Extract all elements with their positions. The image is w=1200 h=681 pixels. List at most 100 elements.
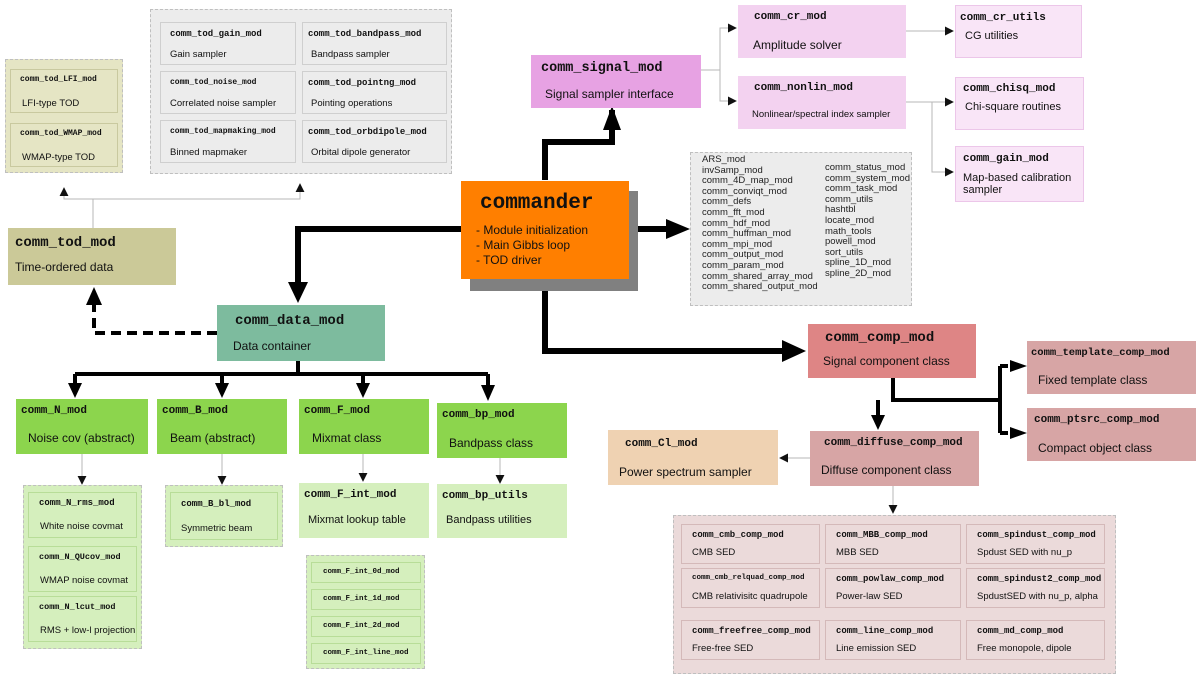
module-name: comm_Cl_mod	[625, 438, 698, 450]
module-desc: CG utilities	[965, 30, 1019, 42]
module-name: comm_freefree_comp_mod	[692, 626, 811, 636]
module-desc: Signal sampler interface	[545, 87, 674, 101]
F-int-line-cell: comm_F_int_line_mod	[311, 643, 421, 664]
module-desc: Power spectrum sampler	[619, 465, 752, 479]
module-desc: Amplitude solver	[753, 38, 842, 52]
commander-line-1: - Module initialization	[476, 223, 589, 237]
tod-mod-box: comm_tod_mod Time-ordered data	[8, 228, 176, 285]
module-desc: SpdustSED with nu_p, alpha	[977, 591, 1098, 602]
module-name: comm_cmb_relquad_comp_mod	[692, 574, 805, 582]
module-desc: Line emission SED	[836, 643, 917, 654]
utility-module-item: invSamp_mod	[702, 164, 763, 176]
module-desc: Map-based calibration sampler	[963, 172, 1072, 196]
F-int-1d-cell: comm_F_int_1d_mod	[311, 589, 421, 610]
utility-module-item: comm_fft_mod	[702, 206, 765, 218]
module-desc: Chi-square routines	[965, 101, 1061, 113]
arrowhead-to-B	[215, 383, 229, 398]
module-name: comm_signal_mod	[541, 61, 663, 76]
edge-signal-nonlin	[719, 70, 737, 106]
module-name: comm_template_comp_mod	[1031, 347, 1170, 359]
module-name: comm_N_rms_mod	[39, 498, 115, 508]
template-comp-mod-box: comm_template_comp_mod Fixed template cl…	[1027, 341, 1196, 394]
utility-module-item: locate_mod	[825, 214, 875, 226]
module-desc: Bandpass utilities	[446, 514, 532, 526]
utility-module-item: comm_defs	[702, 196, 752, 208]
module-desc: Free-free SED	[692, 643, 754, 654]
utility-module-item: spline_1D_mod	[825, 257, 892, 269]
module-desc: CMB relativisitc quadrupole	[692, 591, 808, 602]
module-desc: Free monopole, dipole	[977, 643, 1072, 654]
arrowhead-to-F	[356, 383, 370, 398]
module-desc: Beam (abstract)	[170, 431, 256, 445]
module-name: comm_data_mod	[235, 313, 345, 329]
module-desc: White noise covmat	[40, 521, 123, 532]
utility-module-item: comm_task_mod	[825, 183, 898, 195]
edge-nonlin-gain	[931, 102, 954, 177]
module-desc: Power-law SED	[836, 591, 903, 602]
utility-module-item: comm_param_mod	[702, 259, 784, 271]
module-name: comm_ptsrc_comp_mod	[1034, 414, 1160, 426]
utility-module-item: comm_shared_array_mod	[702, 270, 813, 282]
arrowhead-to-tod	[86, 287, 102, 305]
module-name: comm_F_int_1d_mod	[323, 595, 400, 603]
module-name: comm_tod_mod	[15, 235, 116, 251]
utility-module-item: comm_hdf_mod	[702, 217, 771, 229]
tod-pointing-cell: comm_tod_pointng_mod Pointing operations	[302, 71, 447, 114]
utility-module-item: comm_status_mod	[825, 162, 906, 173]
edge-signal-cr	[701, 23, 737, 71]
module-desc: Signal component class	[823, 354, 950, 368]
N-qucov-cell: comm_N_QUcov_mod WMAP noise covmat	[28, 546, 137, 592]
tod-lfi-cell: comm_tod_LFI_mod LFI-type TOD	[10, 69, 118, 113]
module-name: comm_tod_gain_mod	[170, 29, 262, 39]
utility-module-item: comm_mpi_mod	[702, 238, 773, 250]
module-name: comm_cmb_comp_mod	[692, 530, 784, 540]
tod-instrument-group: comm_tod_LFI_mod LFI-type TOD comm_tod_W…	[5, 59, 123, 173]
F-int-mod-box: comm_F_int_mod Mixmat lookup table	[299, 483, 429, 538]
edge-tod-group	[93, 183, 305, 200]
tod-orbdipole-cell: comm_tod_orbdipole_mod Orbital dipole ge…	[302, 120, 447, 163]
cr-utils-box: comm_cr_utils CG utilities	[955, 5, 1082, 58]
commander-title: commander	[480, 192, 594, 215]
module-desc: Gain sampler	[170, 49, 227, 60]
module-name: comm_nonlin_mod	[754, 82, 854, 94]
arrowhead-to-comp	[782, 340, 806, 362]
module-name: comm_N_QUcov_mod	[39, 552, 121, 562]
module-desc: Bandpass class	[449, 436, 534, 450]
edge-tod-instr-group	[59, 187, 94, 228]
module-name: comm_spindust2_comp_mod	[977, 574, 1102, 584]
bp-utils-box: comm_bp_utils Bandpass utilities	[437, 484, 567, 538]
module-desc: Fixed template class	[1038, 373, 1148, 387]
utility-module-item: comm_huffman_mod	[702, 228, 792, 240]
edge-data-tod	[92, 303, 217, 335]
module-desc: Orbital dipole generator	[311, 147, 411, 158]
B-submodule-group: comm_B_bl_mod Symmetric beam	[165, 485, 283, 547]
tod-noise-cell: comm_tod_noise_mod Correlated noise samp…	[160, 71, 296, 114]
signal-mod-box: comm_signal_mod Signal sampler interface	[531, 55, 701, 108]
B-mod-box: comm_B_mod Beam (abstract)	[157, 399, 287, 454]
bp-mod-box: comm_bp_mod Bandpass class	[437, 403, 567, 458]
utility-module-item: comm_output_mod	[702, 249, 784, 261]
module-desc: Compact object class	[1038, 441, 1153, 455]
module-name: comm_spindust_comp_mod	[977, 530, 1096, 540]
F-int-0d-cell: comm_F_int_0d_mod	[311, 562, 421, 583]
edge-commander-data	[295, 226, 461, 288]
commander-line-3: - TOD driver	[476, 253, 542, 267]
cr-mod-box: comm_cr_mod Amplitude solver	[738, 5, 906, 58]
arrowhead-to-signal	[603, 106, 621, 130]
F-int-2d-cell: comm_F_int_2d_mod	[311, 616, 421, 637]
module-name: comm_F_mod	[304, 405, 371, 417]
tod-bandpass-cell: comm_tod_bandpass_mod Bandpass sampler	[302, 22, 447, 65]
module-desc: Binned mapmaker	[170, 147, 248, 158]
F-int-submodule-group: comm_F_int_0d_mod comm_F_int_1d_mod comm…	[306, 555, 425, 669]
module-desc: Symmetric beam	[181, 523, 253, 534]
edge-data-children	[73, 360, 490, 391]
